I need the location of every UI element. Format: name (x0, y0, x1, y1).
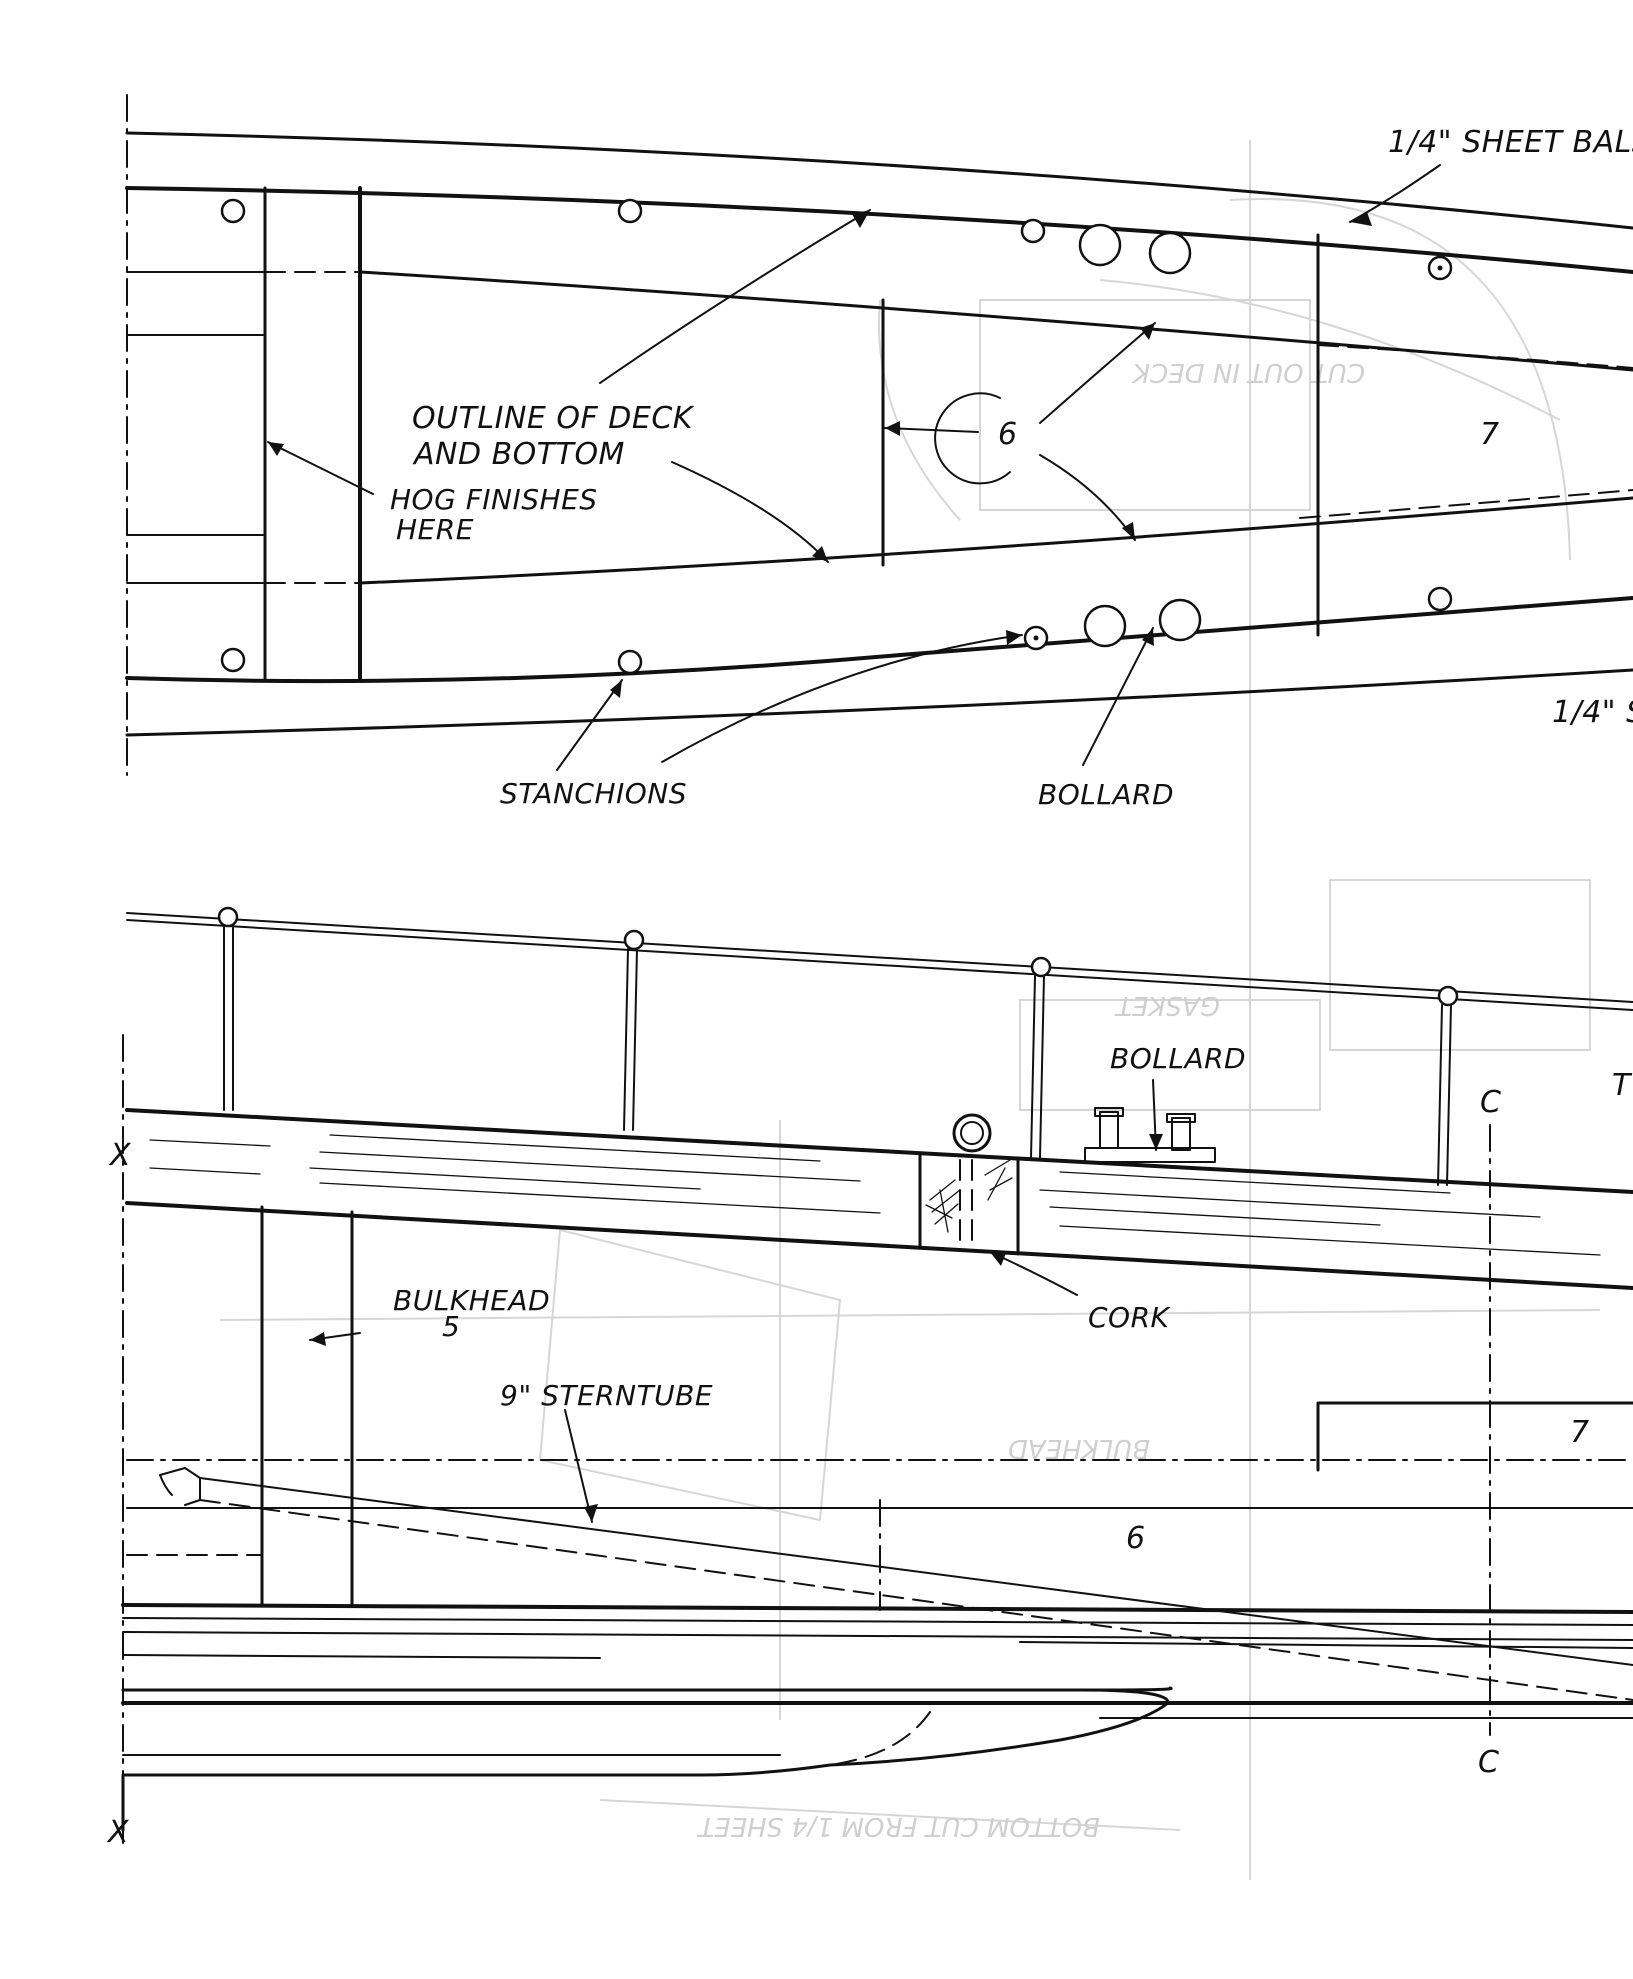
cork-plug (918, 1113, 1020, 1256)
skeg-profile (121, 1688, 1170, 1777)
outline-deck-label-line2: AND BOTTOM (412, 437, 625, 472)
show-through-ghost-lines: CUT OUT IN DECK GASKET BULKHEAD BOTTOM C… (219, 140, 1601, 1880)
sterntube-bottom (199, 1499, 1633, 1701)
former-6-callout-circle (934, 392, 1011, 485)
sterntube-label: 9" STERNTUBE (500, 1379, 713, 1412)
side-former-7-outline (1316, 1401, 1633, 1472)
section-c-top-label: C (1480, 1085, 1501, 1120)
svg-text:CUT OUT IN DECK: CUT OUT IN DECK (1131, 357, 1365, 387)
deck-bottom-line (125, 1201, 1633, 1290)
hog-finishes-label-line2: HERE (396, 513, 474, 546)
svg-text:BULKHEAD: BULKHEAD (1008, 1433, 1150, 1463)
bulkhead-label-line2: 5 (442, 1310, 460, 1343)
plan-outer-edge-bottom (125, 668, 1633, 737)
guard-rail-top (126, 912, 1633, 1003)
stanchion-holes (220, 198, 1453, 675)
side-leaders (309, 1079, 1163, 1523)
datum-x-bottom-label: X (106, 1815, 130, 1850)
plan-deck-line-top (125, 186, 1633, 274)
cork-label: CORK (1088, 1301, 1172, 1334)
side-bollard (1084, 1107, 1216, 1163)
plan-former-7-label: 7 (1480, 417, 1500, 452)
side-former-6-label: 6 (1126, 1521, 1146, 1556)
bulkhead-label-line1: BULKHEAD (393, 1284, 550, 1317)
svg-text:BOTTOM CUT FROM 1/4 SHEET: BOTTOM CUT FROM 1/4 SHEET (696, 1811, 1100, 1841)
stanchions-label: STANCHIONS (500, 777, 687, 810)
outline-deck-label-line1: OUTLINE OF DECK (412, 401, 695, 436)
sheet-balsa-top-label: 1/4" SHEET BALSA (1388, 125, 1633, 160)
plan-inner-line-top (358, 270, 1633, 372)
edge-t-label: T (1612, 1068, 1633, 1103)
section-c-bottom-label: C (1478, 1745, 1499, 1780)
sheet-balsa-bottom-label: 1/4" SH (1552, 695, 1633, 730)
bollard-holes (1078, 223, 1202, 648)
plan-deck-line-bottom (125, 596, 1633, 684)
side-former-7-label: 7 (1570, 1415, 1590, 1450)
side-bollard-label: BOLLARD (1110, 1042, 1246, 1075)
plan-inner-line-bottom (358, 496, 1633, 585)
deck-top-line (125, 1108, 1633, 1194)
keel-top-line (121, 1603, 1633, 1614)
deck-grain-lines (149, 1134, 1601, 1256)
plan-bollard-label: BOLLARD (1038, 778, 1174, 811)
plan-view: 1/4" SHEET BALSA OUTLINE OF DECK AND BOT… (125, 94, 1633, 811)
plan-leaders (267, 164, 1441, 771)
side-stanchions (217, 906, 1459, 1186)
datum-x-top-label: X (108, 1138, 132, 1173)
svg-text:GASKET: GASKET (1114, 990, 1220, 1020)
sterntube-top (199, 1477, 1633, 1666)
side-view: BOLLARD CORK BULKHEAD 5 9" STERNTUBE 6 7… (106, 906, 1633, 1850)
plan-former-6-label: 6 (998, 417, 1018, 452)
plan-outer-edge-top (125, 131, 1633, 230)
guard-rail-bottom (126, 919, 1633, 1011)
hog-finishes-label-line1: HOG FINISHES (390, 483, 598, 516)
